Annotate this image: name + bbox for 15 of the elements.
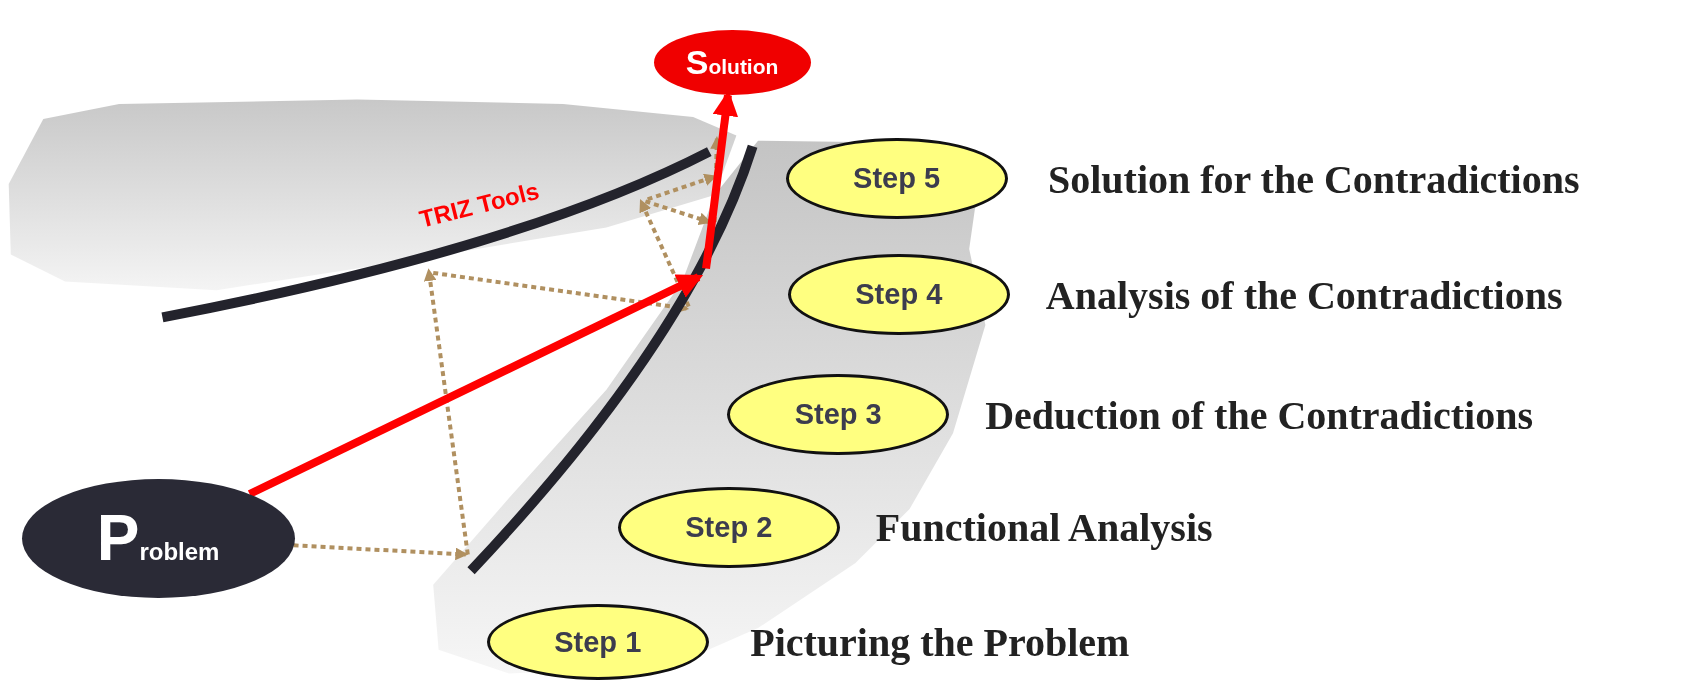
step-label: Step 4 [855, 278, 943, 312]
problem-label: Problem [96, 501, 220, 576]
solution-label: Solution [685, 43, 779, 83]
step-caption: Functional Analysis [875, 503, 1213, 551]
step-caption: Solution for the Contradictions [1048, 155, 1580, 203]
step-caption: Deduction of the Contradictions [985, 391, 1533, 439]
step-label: Step 1 [554, 625, 642, 659]
step-caption: Analysis of the Contradictions [1045, 271, 1563, 319]
step-caption: Picturing the Problem [750, 618, 1130, 666]
dotted-arrow [293, 543, 469, 561]
tools-label: TRIZ Tools [416, 176, 543, 234]
arrow [247, 273, 704, 498]
step-label: Step 5 [853, 162, 941, 196]
step-label: Step 2 [685, 510, 773, 544]
step-label: Step 3 [794, 398, 882, 432]
